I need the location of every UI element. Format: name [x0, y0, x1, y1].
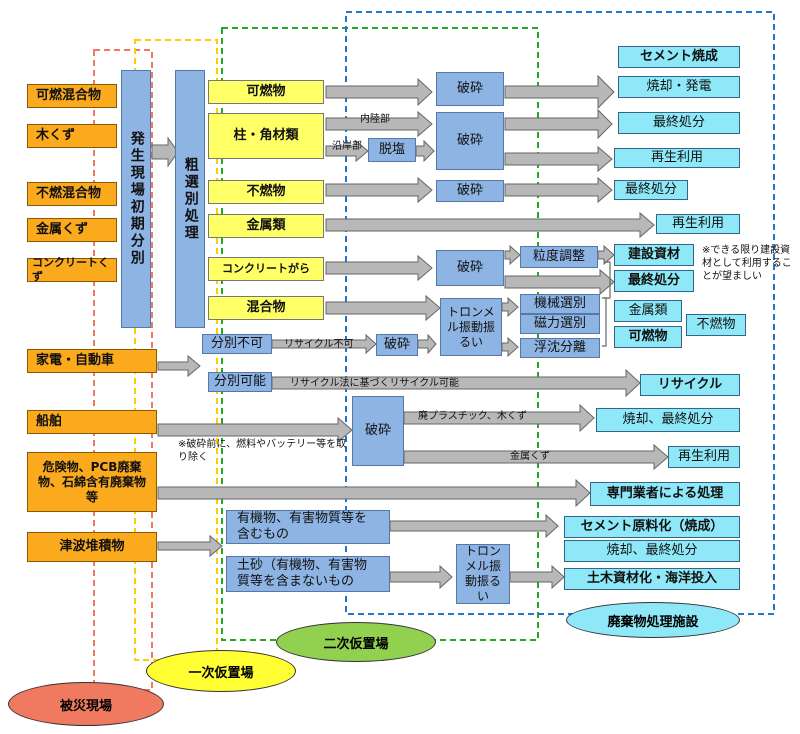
facility-zone-outline [345, 11, 775, 615]
arrow-appliances [157, 354, 201, 378]
arrow-combustible [325, 77, 433, 107]
arrow-crush3-out [504, 176, 613, 204]
crush-box-6: 破砕 [352, 396, 404, 466]
arrow-crush1-out [504, 74, 615, 110]
trommel-shaker-box-1: トロンメル振動振るい [440, 298, 502, 356]
secondary-zone-label: 二次仮置場 [276, 622, 436, 662]
category-pillars: 柱・角材類 [208, 113, 324, 159]
label-metal-scrap: 金属くず [510, 451, 550, 462]
arrow-soil [389, 564, 453, 590]
bracket-construction [604, 261, 611, 299]
trommel-shaker-box-2: トロンメル振動振るい [456, 544, 510, 604]
output-reuse-3: 再生利用 [668, 446, 740, 468]
construction-note: ※できる限り建設資材として利用することが望ましい [702, 245, 792, 282]
output-reuse-2: 再生利用 [656, 214, 740, 234]
arrow-concrete [325, 254, 433, 282]
output-incineration-power: 焼却・発電 [618, 76, 740, 98]
arrow-pillars-coastal [325, 139, 369, 163]
soil-box: 土砂（有機物、有害物質等を含まないもの [226, 556, 390, 592]
arrow-plastic [403, 403, 595, 433]
arrow-recycle [271, 368, 641, 398]
arrow-tsunami [157, 534, 223, 558]
label-recycle-law: リサイクル法に基づくリサイクル可能 [290, 378, 459, 389]
float-sink-box: 浮沈分離 [520, 338, 600, 358]
arrow-ships [157, 416, 353, 444]
arrow-hazardous [157, 478, 591, 508]
site-zone-label: 被災現場 [8, 682, 164, 726]
arrow-crush4-grain [504, 244, 521, 266]
source-ships: 船舶 [27, 410, 157, 434]
arrow-crush5-trommel [417, 333, 437, 355]
source-hazardous: 危険物、PCB廃棄物、石綿含有廃棄物等 [27, 452, 157, 512]
category-mixed: 混合物 [208, 296, 324, 320]
output-construction-material: 建設資材 [614, 244, 694, 266]
initial-sort-box: 発生現場初期分別 [121, 70, 151, 328]
desalt-box: 脱塩 [368, 138, 416, 162]
arrow-trommel-mech [501, 296, 519, 318]
output-final-disposal-3: 最終処分 [614, 270, 694, 292]
crush-box-2: 破砕 [436, 112, 504, 170]
output-incineration-final-2: 焼却、最終処分 [564, 540, 740, 562]
output-combustibles: 可燃物 [614, 326, 682, 348]
rough-sort-box: 粗選別処理 [175, 70, 205, 328]
category-metals: 金属類 [208, 214, 324, 238]
output-reuse-1: 再生利用 [614, 148, 740, 168]
arrow-organic [389, 513, 559, 539]
crush-box-1: 破砕 [436, 72, 504, 106]
sortable-box: 分別可能 [208, 372, 272, 392]
source-combustible-mix: 可燃混合物 [27, 84, 117, 108]
output-metals: 金属類 [614, 300, 682, 322]
unsortable-box: 分別不可 [202, 334, 272, 354]
mechanical-sort-box: 機械選別 [520, 294, 600, 314]
arrow-pillars-inland [325, 110, 433, 138]
magnetic-sort-box: 磁力選別 [520, 314, 600, 334]
label-inland: 内陸部 [360, 114, 390, 125]
organic-box: 有機物、有害物質等を含むもの [226, 510, 390, 544]
arrow-trommel-float [501, 336, 519, 358]
crush-note: ※破砕前に、燃料やバッテリー等を取り除く [178, 439, 347, 463]
label-plastic-wood: 廃プラスチック、木くず [418, 411, 527, 422]
crush-box-4: 破砕 [436, 250, 504, 286]
category-combustible: 可燃物 [208, 80, 324, 104]
arrow-crush2-out [504, 108, 613, 140]
arrow-grain-out [597, 244, 615, 266]
arrow-metalscrap [403, 443, 669, 471]
arrow-mixed [325, 294, 441, 322]
source-concrete-scrap: コンクリートくず [27, 256, 117, 283]
output-noncombustibles: 不燃物 [686, 314, 746, 336]
crush-box-5: 破砕 [376, 334, 418, 356]
arrow-noncombustible [325, 176, 433, 204]
bracket-mech [602, 297, 607, 347]
output-cement-raw: セメント原料化（焼成） [564, 516, 740, 538]
facility-zone-label: 廃棄物処理施設 [566, 602, 740, 638]
output-final-disposal-2: 最終処分 [614, 180, 688, 200]
grain-adjust-box: 粒度調整 [520, 246, 598, 268]
category-noncombustible: 不燃物 [208, 180, 324, 204]
crush-box-3: 破砕 [436, 180, 504, 202]
output-specialist: 専門業者による処理 [590, 482, 740, 506]
arrow-sort-to-rough [151, 136, 179, 168]
source-wood-waste: 木くず [27, 124, 117, 148]
category-concrete: コンクリートがら [208, 257, 324, 281]
arrow-metals [325, 211, 655, 239]
output-final-disposal-1: 最終処分 [618, 112, 740, 134]
arrow-unsortable-crush [271, 333, 377, 355]
source-appliances-cars: 家電・自動車 [27, 349, 157, 373]
arrow-crush2-reuse [504, 145, 613, 173]
source-metal-scrap: 金属くず [27, 218, 117, 242]
arrow-desalt-to-crush [415, 139, 435, 163]
output-civil-marine: 土木資材化・海洋投入 [564, 568, 740, 590]
source-noncombustible-mix: 不燃混合物 [27, 182, 117, 206]
output-recycle: リサイクル [640, 374, 740, 396]
label-coastal: 沿岸部 [332, 141, 362, 152]
arrow-crush4-final [504, 268, 615, 296]
source-tsunami: 津波堆積物 [27, 532, 157, 562]
label-no-recycle: リサイクル不可 [284, 339, 354, 350]
arrow-trommel2-out [509, 564, 565, 590]
primary-zone-label: 一次仮置場 [146, 650, 296, 692]
output-incineration-final-1: 焼却、最終処分 [596, 408, 740, 432]
output-cement-firing: セメント焼成 [618, 46, 740, 68]
